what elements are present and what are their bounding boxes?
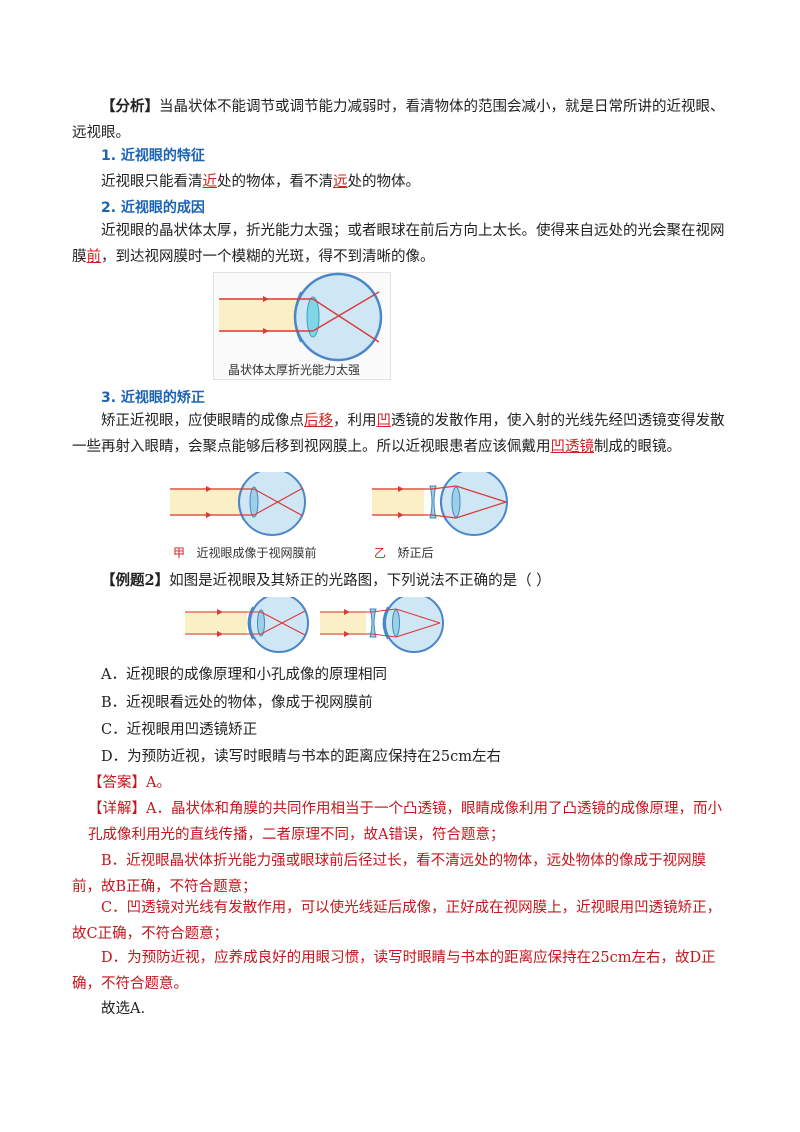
- figure-a-caption: 近视眼成像于视网膜前: [196, 546, 317, 560]
- figure-a-label: 甲: [173, 546, 186, 560]
- section3-text-2: ，利用: [333, 413, 377, 429]
- section3-text-1: 矫正近视眼，应使眼睛的成像点: [101, 413, 304, 429]
- answer-value: A。: [146, 775, 171, 791]
- example-label: 【例题2】: [101, 572, 170, 589]
- option-c: C．近视眼用凹透镜矫正: [101, 722, 258, 738]
- example-eye-figure-a: [185, 597, 309, 653]
- figure-b-caption-group: 乙 矫正后: [374, 544, 433, 561]
- keyword-concave: 凹: [376, 413, 392, 429]
- myopia-eye-figure-a: [170, 472, 306, 536]
- answer-label: 【答案】: [88, 775, 146, 791]
- section1-text-3: 处的物体。: [347, 174, 421, 190]
- section1-text-1: 近视眼只能看清: [101, 174, 203, 190]
- section1-text-2: 处的物体，看不清: [217, 174, 333, 190]
- section3-text-3: 透镜的发散作用，使入射的光线先经凹透镜变得发散一些再射入眼睛，会聚点能够后移到视…: [72, 413, 725, 455]
- keyword-far: 远: [333, 174, 348, 190]
- keyword-backward: 后移: [304, 413, 333, 429]
- figure-b-caption: 矫正后: [397, 546, 434, 560]
- figure1-caption: 晶状体太厚折光能力太强: [228, 363, 361, 377]
- analysis-text: 当晶状体不能调节或调节能力减弱时，看清物体的范围会减小，就是日常所讲的近视眼、远…: [72, 99, 725, 141]
- analysis-paragraph: 【分析】当晶状体不能调节或调节能力减弱时，看清物体的范围会减小，就是日常所讲的近…: [72, 94, 732, 146]
- keyword-front: 前: [86, 249, 102, 265]
- option-d: D．为预防近视，读写时眼睛与书本的距离应保持在25cm左右: [101, 749, 501, 765]
- figure-a-caption-group: 甲 近视眼成像于视网膜前: [173, 544, 316, 561]
- explanation-c: C．凹透镜对光线有发散作用，可以使光线延后成像，正好成在视网膜上，近视眼用凹透镜…: [72, 900, 722, 942]
- conclusion: 故选A.: [101, 1001, 146, 1017]
- section2-paragraph: 近视眼的晶状体太厚，折光能力太强；或者眼球在前后方向上太长。使得来自远处的光会聚…: [72, 218, 732, 270]
- answer-line: 【答案】A。: [88, 770, 748, 796]
- explanation-b: B．近视眼晶状体折光能力强或眼球前后径过长，看不清远处的物体，远处物体的像成于视…: [72, 853, 707, 895]
- thick-lens-eye-figure: [213, 272, 391, 380]
- example-question-text: 如图是近视眼及其矫正的光路图，下列说法不正确的是（ ）: [169, 573, 551, 589]
- explanation-label: 【详解】: [88, 801, 146, 817]
- section2-text-2: ，到达视网膜时一个模糊的光斑，得不到清晰的像。: [101, 249, 435, 265]
- section1-paragraph: 近视眼只能看清近处的物体，看不清远处的物体。: [72, 169, 732, 195]
- example-question: 【例题2】如图是近视眼及其矫正的光路图，下列说法不正确的是（ ）: [72, 568, 732, 594]
- section3-text-4: 制成的眼镜。: [594, 439, 681, 455]
- keyword-near: 近: [202, 174, 218, 190]
- option-b: B．近视眼看远处的物体，像成于视网膜前: [101, 695, 373, 711]
- section3-heading: 3. 近视眼的矫正: [101, 390, 205, 406]
- explanation-a-text: A．晶状体和角膜的共同作用相当于一个凸透镜，眼睛成像利用了凸透镜的成像原理，而小…: [88, 801, 722, 843]
- figure-b-label: 乙: [374, 546, 387, 560]
- explanation-d: D．为预防近视，应养成良好的用眼习惯，读写时眼睛与书本的距离应保持在25cm左右…: [72, 950, 716, 992]
- section3-paragraph: 矫正近视眼，应使眼睛的成像点后移，利用凹透镜的发散作用，使入射的光线先经凹透镜变…: [72, 408, 732, 460]
- section2-text-1: 近视眼的晶状体太厚，折光能力太强；或者眼球在前后方向上太长。使得来自远处的光会聚…: [72, 223, 725, 265]
- option-a: A．近视眼的成像原理和小孔成像的原理相同: [101, 667, 387, 683]
- keyword-concave-lens: 凹透镜: [550, 439, 595, 455]
- explanation-a: 【详解】A．晶状体和角膜的共同作用相当于一个凸透镜，眼睛成像利用了凸透镜的成像原…: [88, 796, 732, 848]
- section1-heading: 1. 近视眼的特征: [101, 148, 205, 164]
- example-eye-figure-b: [320, 597, 444, 653]
- analysis-label: 【分析】: [101, 98, 159, 115]
- corrected-eye-figure-b: [372, 472, 508, 536]
- section2-heading: 2. 近视眼的成因: [101, 200, 205, 216]
